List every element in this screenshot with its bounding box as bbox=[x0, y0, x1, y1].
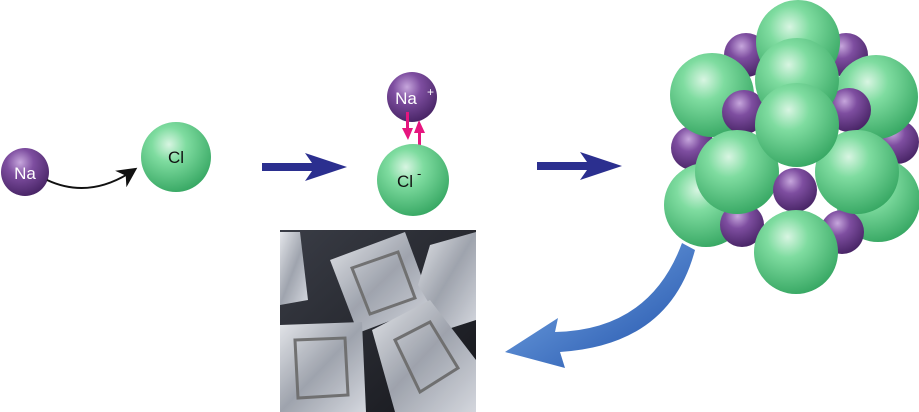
process-arrow-2 bbox=[537, 152, 622, 180]
process-arrow-1 bbox=[262, 153, 347, 181]
chloride-ion-charge: - bbox=[417, 166, 421, 181]
salt-crystals-photo bbox=[280, 230, 476, 412]
sodium-atom: Na bbox=[1, 148, 49, 196]
sodium-ion-label: Na bbox=[395, 89, 417, 108]
attraction-arrows bbox=[402, 112, 425, 148]
sodium-ion: Na + bbox=[387, 72, 437, 122]
chlorine-atom: Cl bbox=[141, 122, 211, 192]
chloride-ion-label: Cl bbox=[397, 172, 413, 191]
chloride-ion: Cl - bbox=[377, 144, 449, 216]
nacl-crystal-lattice bbox=[664, 0, 919, 294]
sodium-label: Na bbox=[14, 164, 36, 183]
crystal-to-salt-arrow bbox=[505, 243, 695, 368]
electron-transfer-arrow bbox=[46, 167, 138, 189]
chlorine-label: Cl bbox=[168, 148, 184, 167]
sodium-ion-charge: + bbox=[427, 85, 434, 99]
